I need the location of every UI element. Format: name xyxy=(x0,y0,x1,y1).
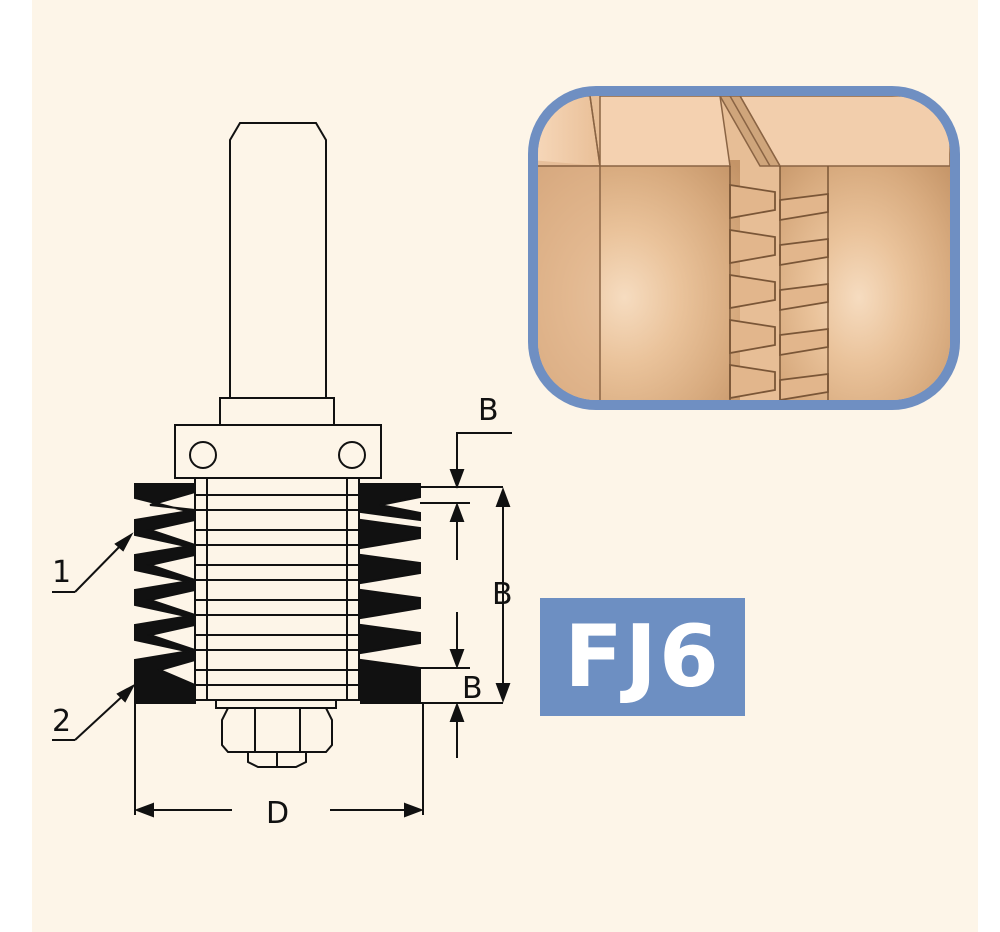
flange-hole-right xyxy=(338,441,366,469)
dimension-label-b-top: B xyxy=(478,393,499,428)
dimension-label-b-lower: B xyxy=(462,671,483,706)
shank xyxy=(229,122,327,400)
flange-hole-left xyxy=(189,441,217,469)
product-code: FJ6 xyxy=(564,607,721,707)
dimension-label-b-middle: B xyxy=(492,577,513,612)
dimension-lines xyxy=(52,432,512,818)
nut-icon xyxy=(221,707,333,753)
callout-label-1: 1 xyxy=(52,555,71,590)
cutter-arbor xyxy=(194,477,360,701)
callout-label-2: 2 xyxy=(52,704,71,739)
router-bit-drawing xyxy=(174,122,382,768)
shank-collar xyxy=(219,397,335,426)
product-code-badge: FJ6 xyxy=(540,598,745,716)
left-cutter-teeth xyxy=(134,483,196,704)
finger-joint-illustration xyxy=(528,86,960,410)
dimension-label-d: D xyxy=(266,796,289,831)
bottom-washer xyxy=(215,699,337,709)
spacer-rings xyxy=(195,494,359,686)
right-cutter-teeth xyxy=(360,483,421,704)
